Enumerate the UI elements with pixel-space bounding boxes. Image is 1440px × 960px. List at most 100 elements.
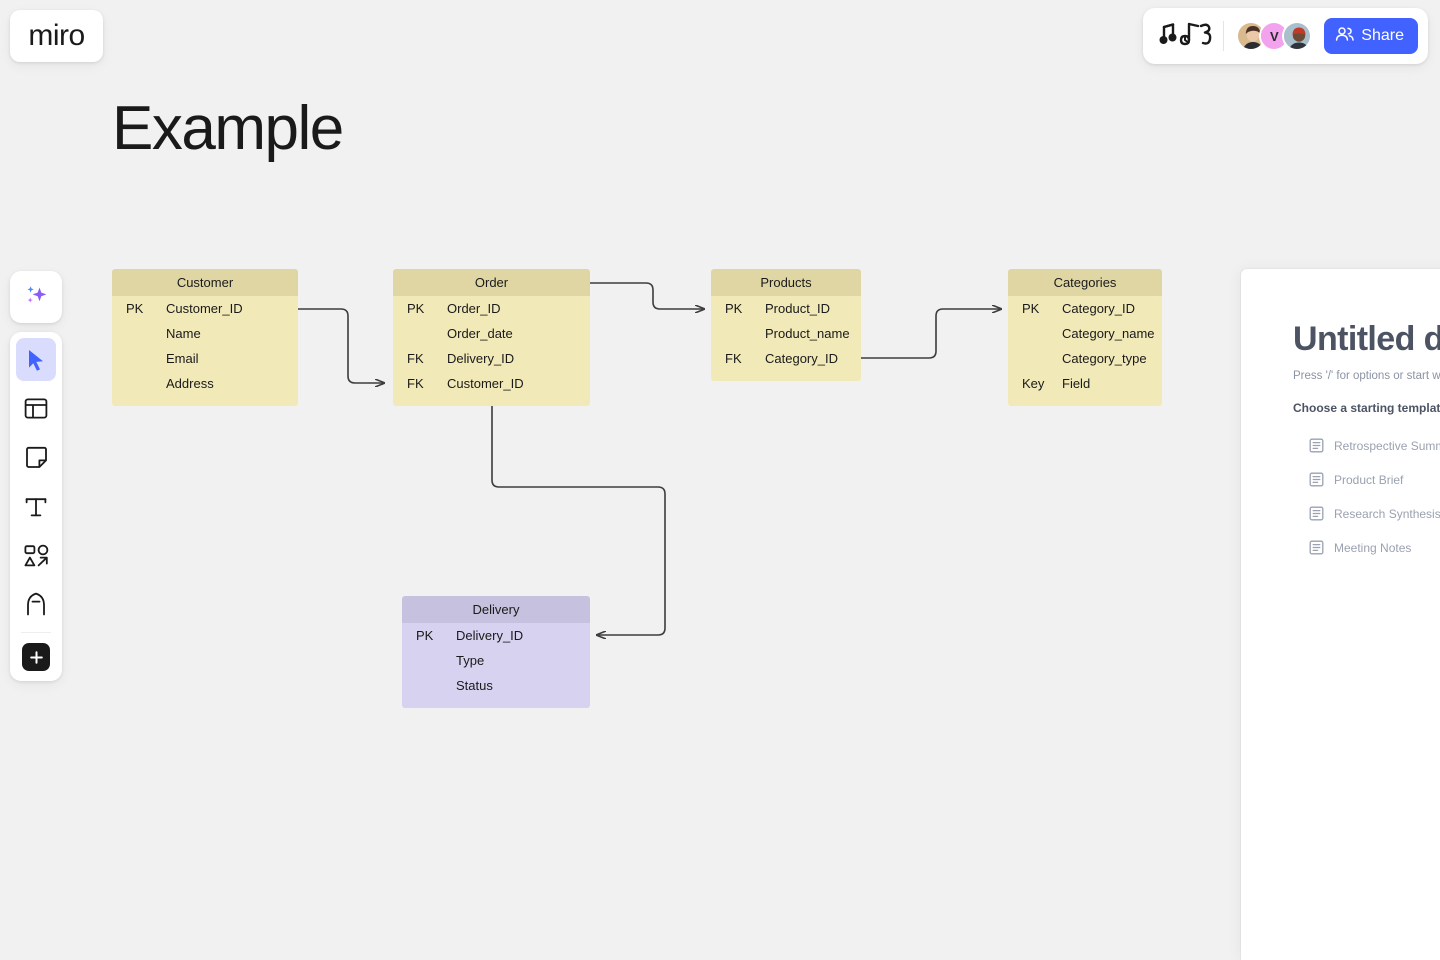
doc-template-label: Retrospective Summary — [1334, 438, 1440, 453]
er-row[interactable]: Email — [112, 346, 298, 371]
er-table-title: Customer — [112, 269, 298, 296]
miro-logo-text: miro — [28, 19, 85, 52]
er-row-field: Status — [456, 678, 493, 693]
doc-template-label: Research Synthesis — [1334, 506, 1440, 521]
header-divider — [1223, 21, 1225, 51]
document-icon — [1309, 540, 1324, 555]
doc-hint: Press '/' for options or start writing — [1293, 370, 1440, 383]
er-row-field: Address — [166, 376, 214, 391]
doc-template-item[interactable]: Retrospective Summary — [1309, 438, 1440, 453]
er-row[interactable]: PK Order_ID — [393, 296, 590, 321]
er-row[interactable]: Status — [402, 673, 590, 698]
er-row[interactable]: FK Category_ID — [711, 346, 861, 371]
er-row[interactable]: PK Category_ID — [1008, 296, 1162, 321]
header-bar: V Share — [1143, 8, 1428, 64]
doc-template-item[interactable]: Meeting Notes — [1309, 540, 1440, 555]
doc-template-label: Meeting Notes — [1334, 540, 1412, 555]
er-row[interactable]: Type — [402, 648, 590, 673]
er-row-field: Category_ID — [1062, 301, 1135, 316]
er-table-title: Categories — [1008, 269, 1162, 296]
er-row[interactable]: PK Product_ID — [711, 296, 861, 321]
document-panel[interactable]: Untitled doc Press '/' for options or st… — [1241, 269, 1440, 960]
er-row-field: Category_name — [1062, 326, 1155, 341]
er-table-title: Order — [393, 269, 590, 296]
doc-template-label: Product Brief — [1334, 472, 1404, 487]
er-row-field: Name — [166, 326, 201, 341]
doc-title[interactable]: Untitled doc — [1293, 320, 1440, 358]
er-row-key: PK — [126, 301, 144, 316]
toolbar-divider — [21, 632, 51, 633]
er-row[interactable]: PK Customer_ID — [112, 296, 298, 321]
document-icon — [1309, 506, 1324, 521]
music-notes-timer-doodle-icon[interactable] — [1159, 18, 1213, 54]
avatar[interactable]: V — [1259, 21, 1290, 51]
er-row-field: Order_ID — [447, 301, 501, 316]
er-row[interactable]: FK Delivery_ID — [393, 346, 590, 371]
doc-template-item[interactable]: Research Synthesis — [1309, 506, 1440, 521]
er-row-field: Order_date — [447, 326, 513, 341]
er-row-field: Category_ID — [765, 351, 838, 366]
avatar[interactable] — [1236, 21, 1267, 51]
tool-select[interactable] — [16, 338, 56, 381]
document-icon — [1309, 438, 1324, 453]
tool-pen[interactable] — [16, 583, 56, 626]
er-row-field: Product_ID — [765, 301, 831, 316]
sparkle-icon — [21, 280, 51, 315]
people-icon — [1335, 26, 1355, 47]
tool-shapes[interactable] — [16, 534, 56, 577]
avatar-initial: V — [1261, 23, 1288, 49]
share-button[interactable]: Share — [1324, 18, 1418, 54]
er-row-key: FK — [407, 376, 424, 391]
er-row[interactable]: Order_date — [393, 321, 590, 346]
doc-template-subhead: Choose a starting template — [1293, 401, 1440, 416]
er-row-field: Customer_ID — [447, 376, 524, 391]
er-row[interactable]: Address — [112, 371, 298, 396]
miro-logo[interactable]: miro — [10, 10, 103, 62]
avatar[interactable] — [1282, 21, 1313, 51]
er-row-field: Product_name — [765, 326, 850, 341]
er-row-field: Type — [456, 653, 485, 668]
er-row-field: Email — [166, 351, 199, 366]
er-row-key: FK — [407, 351, 424, 366]
er-row-key: PK — [725, 301, 743, 316]
left-toolbar — [10, 332, 62, 681]
add-button[interactable] — [22, 643, 50, 671]
er-row-key: FK — [725, 351, 742, 366]
er-row-key: PK — [416, 628, 434, 643]
er-row[interactable]: FK Customer_ID — [393, 371, 590, 396]
er-row[interactable]: Product_name — [711, 321, 861, 346]
tool-sticky-note[interactable] — [16, 436, 56, 479]
er-table-title: Products — [711, 269, 861, 296]
er-row-key: PK — [407, 301, 425, 316]
tool-templates[interactable] — [16, 387, 56, 430]
doc-template-item[interactable]: Product Brief — [1309, 472, 1440, 487]
page-title[interactable]: Example — [112, 94, 344, 163]
collaborator-avatars[interactable]: V — [1236, 21, 1313, 51]
er-row-key: PK — [1022, 301, 1040, 316]
er-row-field: Category_type — [1062, 351, 1147, 366]
doc-template-list: Retrospective SummaryProduct BriefResear… — [1293, 438, 1440, 555]
document-icon — [1309, 472, 1324, 487]
er-row[interactable]: Category_name — [1008, 321, 1162, 346]
er-row-field: Customer_ID — [166, 301, 243, 316]
ai-tool-button[interactable] — [10, 271, 62, 323]
er-row-field: Delivery_ID — [447, 351, 515, 366]
share-button-label: Share — [1361, 27, 1404, 44]
er-row[interactable]: Category_type — [1008, 346, 1162, 371]
er-row-key: Key — [1022, 376, 1045, 391]
tool-text[interactable] — [16, 485, 56, 528]
er-row[interactable]: Name — [112, 321, 298, 346]
